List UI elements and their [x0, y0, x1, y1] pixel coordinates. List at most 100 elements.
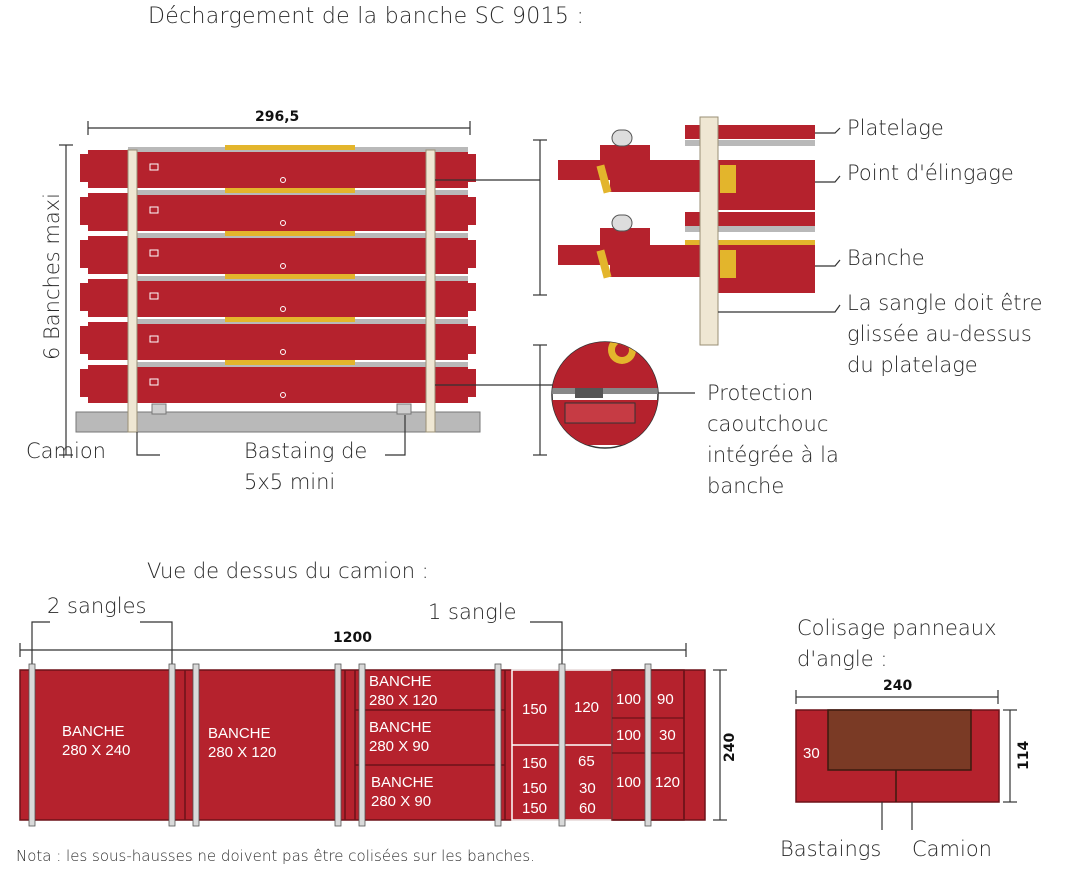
block-banche-280x240: BANCHE 280 X 240 [62, 723, 131, 759]
note: Nota : les sous-hausses ne doivent pas ê… [16, 847, 535, 865]
side-height-label: 6 Banches maxi [40, 193, 64, 360]
panel-100: 100 [616, 727, 642, 744]
banche-end-right [464, 154, 476, 182]
label-point-elingage: Point d'élingage [847, 161, 1014, 185]
panel-150: 150 [522, 780, 548, 797]
side-width-label: 296,5 [255, 109, 300, 125]
slot-mark [149, 292, 159, 300]
banche-end-right [464, 197, 476, 225]
panel-60: 60 [579, 800, 596, 817]
slot-mark [149, 206, 159, 214]
panel-100: 100 [616, 774, 642, 791]
angle-panels-view [795, 690, 1017, 830]
banche-end-left [80, 197, 92, 225]
banche-end-right [464, 369, 476, 397]
banche-layer [88, 279, 468, 317]
angle-title-1: Colisage panneaux [797, 616, 997, 640]
banche-stack-side-view [59, 121, 555, 456]
yellow-rail [225, 360, 355, 365]
panel-120: 120 [655, 774, 681, 791]
banche-layer [88, 193, 468, 231]
hole-mark [280, 306, 286, 312]
panel-30: 30 [659, 727, 676, 744]
strap [168, 663, 176, 827]
banche-layer [88, 150, 468, 188]
banche-end-left [80, 240, 92, 268]
strap-post-right [425, 149, 436, 433]
label-banche: Banche [847, 246, 925, 270]
hole-mark [280, 392, 286, 398]
top-width-label: 240 [722, 732, 738, 762]
strap [494, 663, 502, 827]
strap [644, 663, 652, 827]
label-sangle-2: glissée au-dessus [847, 322, 1032, 346]
label-protection-2: caoutchouc [707, 412, 829, 436]
bastaing-block [151, 403, 167, 415]
label-protection-3: intégrée à la [707, 443, 839, 467]
magnifier-detail [551, 341, 695, 449]
panel-65: 65 [578, 753, 595, 770]
top-view-title: Vue de dessus du camion : [147, 559, 429, 583]
slot-mark [149, 378, 159, 386]
slot-mark [149, 163, 159, 171]
banche-end-right [464, 326, 476, 354]
banche-layer [88, 322, 468, 360]
banche-layer [88, 236, 468, 274]
label-sangle-3: du platelage [847, 353, 978, 377]
strap [558, 663, 566, 827]
panel-90: 90 [657, 691, 674, 708]
yellow-rail [225, 317, 355, 322]
label-2-sangles: 2 sangles [47, 594, 147, 618]
leader-bastaing [385, 415, 406, 456]
banche-layers [80, 145, 476, 403]
detail-strap [699, 116, 719, 346]
strap [192, 663, 200, 827]
panel-150: 150 [522, 800, 548, 817]
banche-end-left [80, 283, 92, 311]
panel-150: 150 [522, 755, 548, 772]
banche-end-left [80, 154, 92, 182]
strap-post-left [127, 149, 138, 433]
label-protection-4: banche [707, 474, 785, 498]
truck-top-view [19, 621, 727, 827]
slot-mark [149, 335, 159, 343]
panel-120: 120 [574, 699, 600, 716]
label-camion: Camion [26, 439, 106, 463]
angle-height-label: 114 [1016, 740, 1032, 770]
truck-bed [75, 411, 481, 433]
angle-width-label: 240 [883, 678, 913, 694]
label-protection-1: Protection [707, 381, 814, 405]
label-bastaing-2: 5x5 mini [244, 470, 336, 494]
hole-mark [280, 177, 286, 183]
bastaing-block [396, 403, 412, 415]
page-title: Déchargement de la banche SC 9015 : [148, 4, 585, 29]
label-platelage: Platelage [847, 116, 944, 140]
strap [28, 663, 36, 827]
top-view-straps [28, 663, 652, 827]
strap [358, 663, 366, 827]
block-banche-280x120-b: BANCHE 280 X 120 [369, 673, 438, 709]
banche-layer [88, 365, 468, 403]
slot-mark [149, 249, 159, 257]
label-camion-angle: Camion [912, 837, 992, 861]
leader-camion [136, 432, 160, 456]
panel-150: 150 [522, 701, 548, 718]
detail-banche-upper [558, 125, 815, 210]
banche-end-right [464, 240, 476, 268]
block-banche-280x90-b: BANCHE 280 X 90 [371, 774, 434, 810]
yellow-rail [225, 188, 355, 193]
yellow-rail [225, 274, 355, 279]
label-bastaing-1: Bastaing de [244, 439, 368, 463]
banche-end-left [80, 326, 92, 354]
label-1-sangle: 1 sangle [428, 600, 517, 624]
label-sangle-1: La sangle doit être [847, 291, 1043, 315]
strap [334, 663, 342, 827]
hole-mark [280, 263, 286, 269]
angle-inner-label: 30 [803, 745, 820, 762]
panel-100: 100 [616, 691, 642, 708]
label-bastaings: Bastaings [780, 837, 882, 861]
block-banche-280x90-a: BANCHE 280 X 90 [369, 719, 432, 755]
detail-banche-lower [558, 212, 815, 293]
top-length-label: 1200 [333, 630, 372, 646]
